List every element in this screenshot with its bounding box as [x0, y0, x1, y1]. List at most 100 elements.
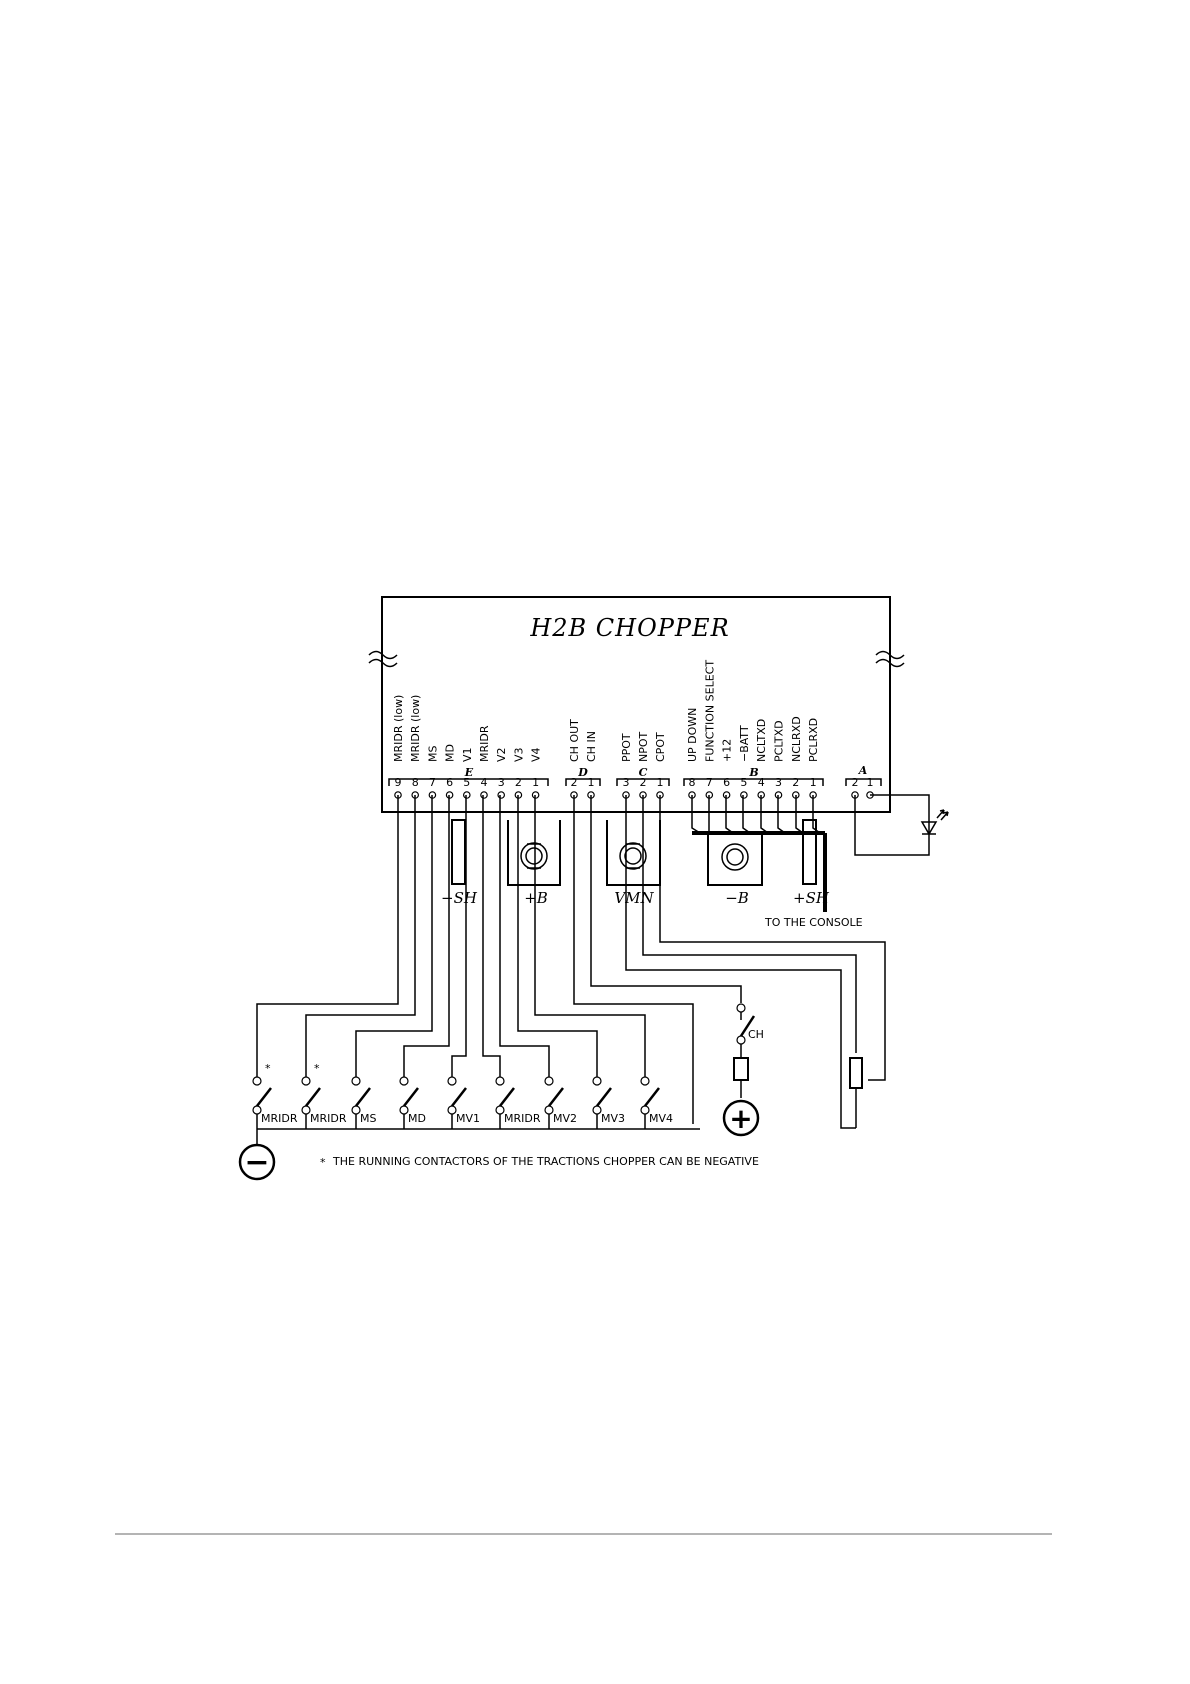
- signal-label-b: NCLTXD: [755, 719, 768, 762]
- terminal-plus-b: +B: [507, 820, 561, 907]
- connector-e-pin-hole: [462, 791, 471, 799]
- contactor-label: MV3: [601, 1112, 625, 1125]
- contactor-label: MV4: [649, 1112, 673, 1125]
- contactor-asterisk: *: [314, 1062, 320, 1075]
- terminal-vmn-label: VMN: [614, 889, 654, 907]
- signal-label-e: V3: [512, 747, 525, 762]
- terminal-plus-b-label: +B: [524, 889, 548, 907]
- contactor-asterisk: *: [265, 1062, 271, 1075]
- connector-a-pin-1: 1: [867, 776, 874, 789]
- connector-e-pin-1: 1: [532, 776, 539, 789]
- positive-terminal-symbol: +: [722, 1099, 760, 1137]
- wires-d: [573, 795, 742, 1124]
- signal-label-d: CH IN: [585, 731, 598, 762]
- signal-label-e: MRIDR (low): [409, 695, 422, 762]
- signal-label-b: −BATT: [738, 725, 751, 762]
- contactor-label: MRIDR: [504, 1112, 541, 1125]
- potentiometer: [849, 1057, 863, 1089]
- connector-a-pin-2: 2: [852, 776, 859, 789]
- signal-label-c: CPOT: [654, 732, 667, 762]
- contactor-label: MS: [360, 1112, 376, 1125]
- connector-b-pin-1: 1: [810, 776, 817, 789]
- connector-e-pin-9: 9: [395, 776, 402, 789]
- contactor-mv1: MV1: [447, 1076, 480, 1129]
- contactor-label: MD: [408, 1112, 426, 1125]
- terminal-vmn: VMN: [606, 820, 661, 907]
- signal-label-b: PCLTXD: [773, 720, 786, 762]
- signal-label-e: MD: [444, 744, 457, 762]
- break-mark-left: [368, 650, 398, 668]
- contactor-label: MRIDR: [310, 1112, 347, 1125]
- connector-b-pin-hole: [740, 791, 748, 799]
- contactor-mridr: MRIDR *: [252, 1062, 298, 1129]
- signal-label-b: UP DOWN: [686, 708, 699, 762]
- contactor-label: MV1: [456, 1112, 480, 1125]
- terminal-minus-sh-label: −SH: [441, 889, 478, 907]
- signal-label-e: MRIDR (low): [392, 695, 405, 762]
- led-indicator: [854, 794, 949, 856]
- terminal-plus-sh: +SH: [793, 819, 830, 907]
- connector-b-label: B: [748, 766, 758, 779]
- connector-b-pin-2: 2: [792, 776, 799, 789]
- signal-label-b: PCLRXD: [807, 718, 820, 762]
- connector-c-pin-2: 2: [640, 776, 647, 789]
- wires-c: [625, 795, 886, 1129]
- connector-e-pin-6: 6: [446, 776, 453, 789]
- contactor-label: MV2: [553, 1112, 577, 1125]
- connector-b-pin-6: 6: [723, 776, 730, 789]
- connector-d-label: D: [577, 766, 588, 779]
- chopper-title: H2B CHOPPER: [529, 614, 729, 642]
- connector-b-pin-4: 4: [758, 776, 765, 789]
- footnote-text: THE RUNNING CONTACTORS OF THE TRACTIONS …: [332, 1155, 759, 1168]
- plus-symbol: +: [729, 1102, 752, 1135]
- connector-e-pin-3: 3: [498, 776, 505, 789]
- signal-label-d: CH OUT: [568, 719, 581, 762]
- footnote-asterisk: *: [320, 1156, 326, 1169]
- connector-b-pin-7: 7: [706, 776, 713, 789]
- b-connector-leads: [691, 795, 821, 834]
- contactor-mv3: MV3: [592, 1076, 625, 1129]
- signal-label-e: MRIDR: [478, 725, 491, 762]
- signal-label-b: +12: [721, 739, 734, 762]
- signal-label-e: V4: [530, 747, 543, 762]
- terminal-minus-b-label: −B: [725, 889, 749, 907]
- contactor-mridr: MRIDR *: [301, 1062, 347, 1129]
- signal-label-e: MS: [426, 746, 439, 762]
- connector-d-pin-2: 2: [571, 776, 578, 789]
- signal-label-e: V1: [461, 747, 474, 762]
- negative-terminal-symbol: −: [238, 1143, 276, 1181]
- negative-bus: [256, 1128, 700, 1146]
- signal-label-e: V2: [495, 747, 508, 762]
- connector-e-label: E: [464, 766, 474, 779]
- terminal-plus-sh-label: +SH: [793, 889, 830, 907]
- contactor-mv2: MV2: [544, 1076, 577, 1129]
- signal-label-b: FUNCTION SELECT: [703, 660, 716, 762]
- ch-contactor-label: CH: [748, 1028, 764, 1041]
- connector-e-pin-5: 5: [463, 776, 470, 789]
- connector-a-label: A: [858, 764, 868, 777]
- signal-label-c: NPOT: [637, 731, 650, 762]
- contactor-mridr: MRIDR: [495, 1076, 541, 1129]
- connector-e-pin-hole: [497, 791, 506, 799]
- contactor-mv4: MV4: [640, 1076, 673, 1129]
- connector-e-pin-2: 2: [515, 776, 522, 789]
- wires-e: [256, 795, 646, 1077]
- minus-symbol: −: [244, 1145, 269, 1180]
- connector-e-pin-4: 4: [481, 776, 488, 789]
- connector-c-pin-1: 1: [657, 776, 664, 789]
- to-console-label: TO THE CONSOLE: [764, 916, 863, 929]
- terminal-minus-b: −B: [707, 832, 763, 907]
- ch-contactor: CH: [733, 1003, 764, 1098]
- break-mark-right: [875, 650, 905, 668]
- connector-e-pin-8: 8: [412, 776, 419, 789]
- connector-e-pin-hole: [480, 791, 488, 799]
- connector-e-pin-7: 7: [429, 776, 436, 789]
- contactor-label: MRIDR: [261, 1112, 298, 1125]
- chopper-body: [381, 596, 891, 813]
- connector-b-pin-3: 3: [775, 776, 782, 789]
